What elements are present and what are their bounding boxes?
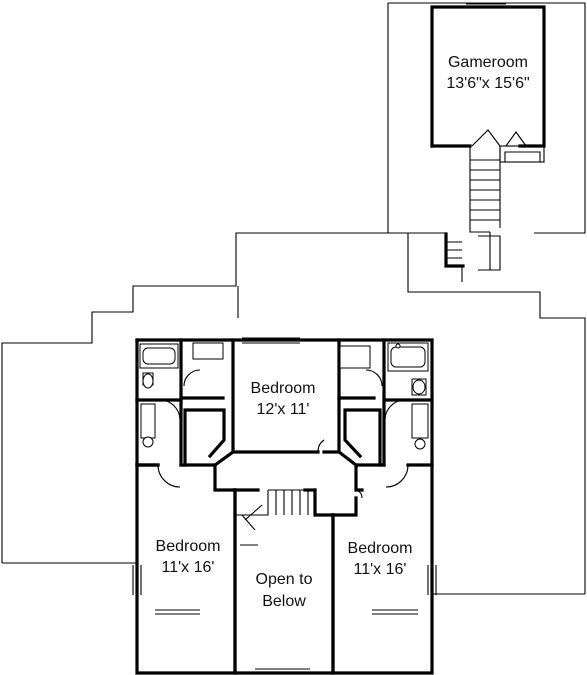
bedroom-top-name: Bedroom [251,380,316,397]
bedroom-top-dims: 12'x 11' [257,401,310,418]
bedroom-left-name: Bedroom [156,538,221,555]
gameroom-label: Gameroom 13'6"x 15'6" [446,54,529,92]
bedroom-top-label: Bedroom 12'x 11' [251,380,316,418]
bedroom-right-name: Bedroom [348,540,413,557]
open-below-line1: Open to [256,571,313,588]
bedroom-right-dims: 11'x 16' [354,561,407,578]
open-below-label: Open to Below [256,571,313,610]
bedroom-left-label: Bedroom 11'x 16' [156,538,221,576]
bedroom-left-dims: 11'x 16' [162,559,215,576]
interior-walls [135,338,434,546]
bedroom-right-label: Bedroom 11'x 16' [348,540,413,578]
open-below-line2: Below [262,593,306,610]
gameroom-name: Gameroom [448,54,528,71]
fixtures [139,342,429,499]
gameroom-wing [430,3,546,282]
roof-outline [1,2,586,595]
gameroom-dims: 13'6"x 15'6" [446,75,529,92]
main-walls [132,337,437,675]
